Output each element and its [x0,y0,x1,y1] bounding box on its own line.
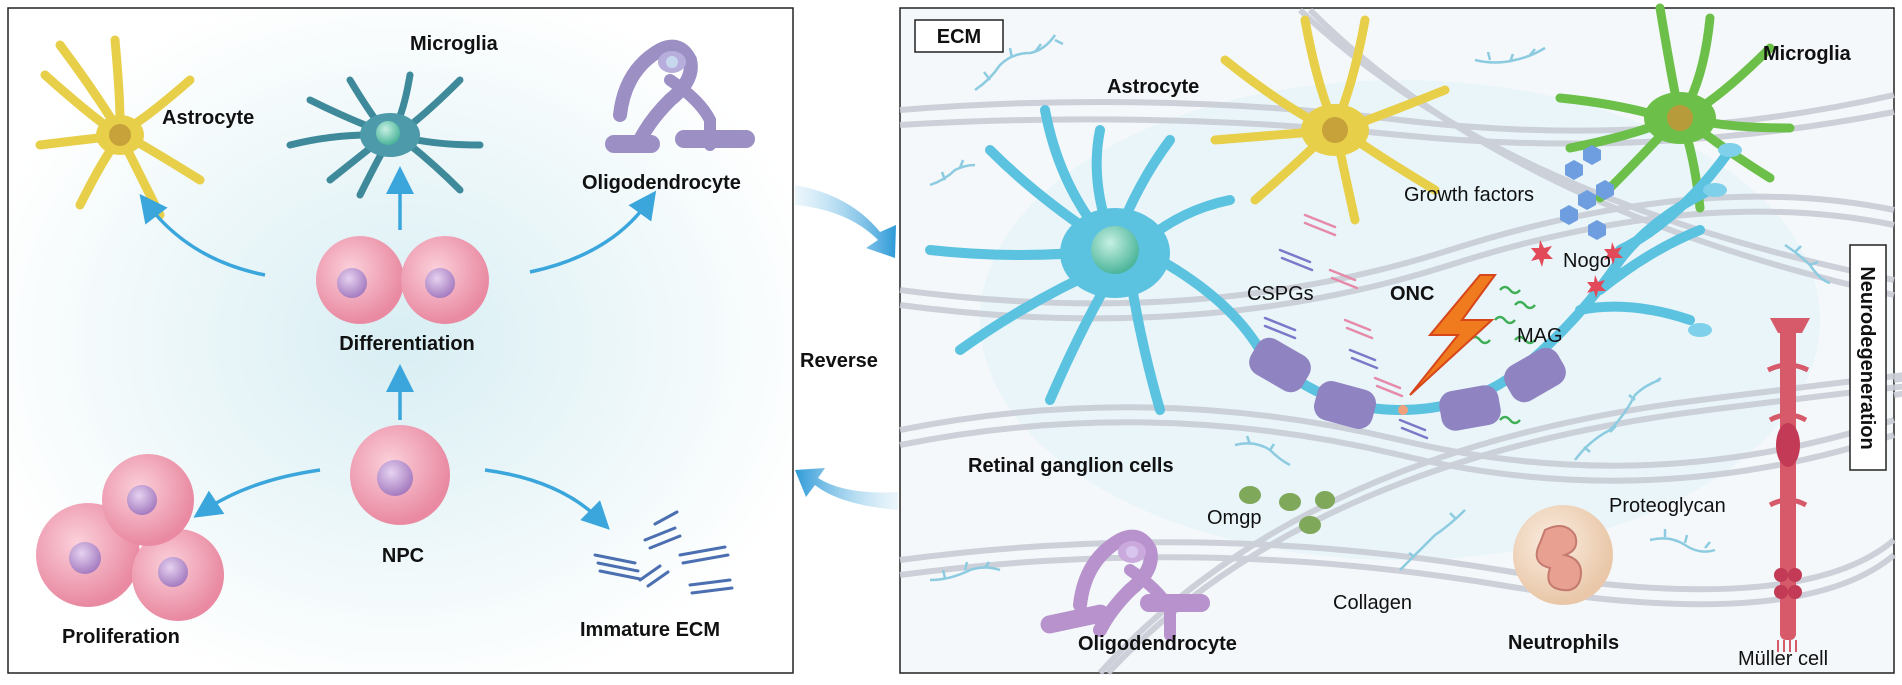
proteoglycan-label: Proteoglycan [1609,495,1726,517]
omgp-blobs [1239,486,1335,534]
retinal-ganglion-cell-icon [925,105,1742,431]
reverse-label: Reverse [800,350,878,372]
left-differentiation-label: Differentiation [339,333,475,355]
middle-arrows: Reverse [795,185,898,510]
astrocyte-left-icon [35,35,205,220]
right-oligodendrocyte-label: Oligodendrocyte [1078,633,1237,655]
growth-factors-label: Growth factors [1404,184,1534,206]
collagen-fibers [899,7,1902,676]
oligodendrocyte-left-icon [605,39,755,153]
neurodegeneration-tag: Neurodegeneration [1849,244,1887,471]
neutrophils-label: Neutrophils [1508,632,1619,654]
svg-text:ECM: ECM [937,26,981,48]
svg-text:Neurodegeneration: Neurodegeneration [1856,266,1878,449]
onc-label: ONC [1390,283,1434,305]
oligodendrocyte-right-icon [1040,529,1210,641]
astrocyte-right-icon [1210,15,1450,225]
collagen-label: Collagen [1333,592,1412,614]
immature-ecm-icon [593,510,734,595]
left-arrows [139,166,657,530]
rgc-label: Retinal ganglion cells [968,455,1174,477]
cspgs-label: CSPGs [1247,283,1314,305]
mag-squiggles [1469,285,1536,425]
npc-cell-icon [350,425,450,525]
nogo-stars [1531,240,1623,298]
neutrophil-icon [1513,505,1613,605]
nogo-label: Nogo [1563,250,1611,272]
right-astrocyte-label: Astrocyte [1107,76,1199,98]
muller-cell-icon [1766,318,1810,652]
microglia-left-icon [286,71,484,199]
left-immature-ecm-label: Immature ECM [580,619,720,641]
left-astrocyte-label: Astrocyte [162,107,254,129]
ecm-tag: ECM [914,19,1004,53]
left-proliferation-label: Proliferation [62,626,180,648]
mag-label: MAG [1517,325,1563,347]
left-npc-label: NPC [382,545,424,567]
omgp-label: Omgp [1207,507,1261,529]
dividing-cells-icon [316,236,489,324]
onc-bolt-icon [1398,274,1497,415]
left-microglia-label: Microglia [410,33,499,55]
growth-factor-hexagons [1560,145,1614,240]
proliferation-cells-icon [36,454,224,621]
right-microglia-label: Microglia [1763,43,1852,65]
right-panel: ECM [899,3,1902,676]
left-oligodendrocyte-label: Oligodendrocyte [582,172,741,194]
muller-cell-label: Müller cell [1738,648,1828,670]
cspg-marks [1263,213,1429,440]
left-panel: Microglia Astrocyte Oligodendrocyte Diff… [7,7,794,674]
proteoglycan-branches [929,34,1831,582]
